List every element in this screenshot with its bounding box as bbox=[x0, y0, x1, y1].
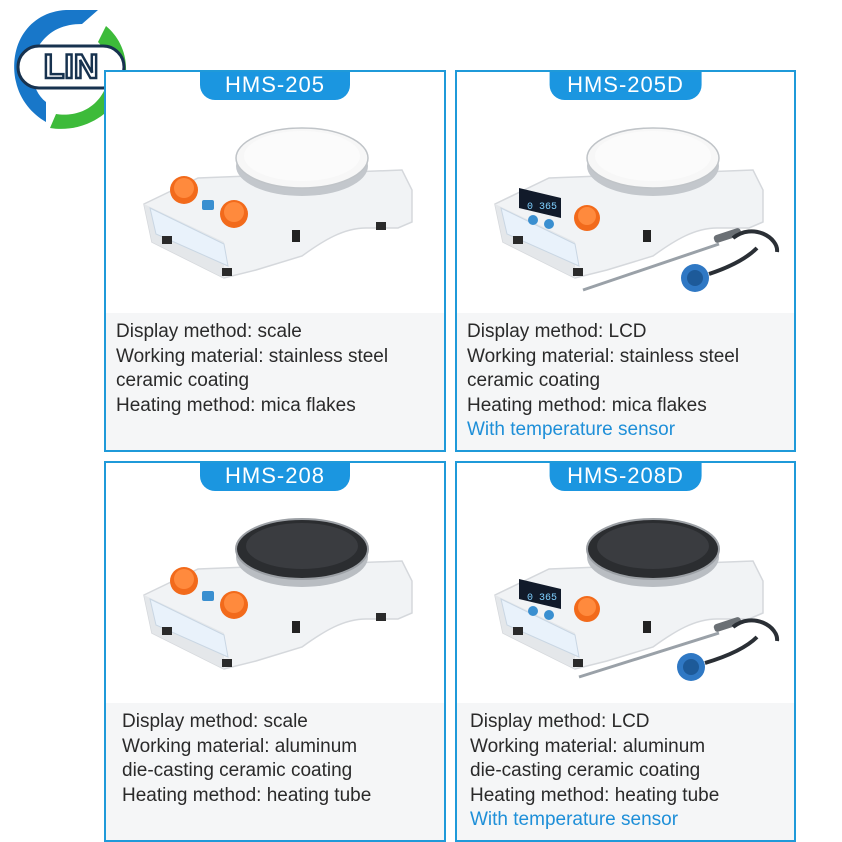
temperature-probe-icon bbox=[578, 631, 720, 679]
model-badge: HMS-205D bbox=[549, 72, 702, 100]
product-card-hms-208d: HMS-208D 0 365 Display method: bbox=[455, 461, 796, 842]
hotplate-stirrer-image bbox=[106, 72, 444, 316]
svg-text:LIN: LIN bbox=[44, 48, 99, 86]
spec-sensor: With temperature sensor bbox=[467, 419, 676, 440]
spec-display-method: Display method: LCD bbox=[467, 321, 647, 342]
spec-sensor: With temperature sensor bbox=[470, 809, 679, 830]
spec-working-material-cont: die-casting ceramic coating bbox=[122, 760, 353, 781]
model-badge: HMS-205 bbox=[200, 72, 350, 100]
hotplate-stirrer-image bbox=[106, 463, 444, 707]
spec-list: Display method: LCD Working material: st… bbox=[457, 313, 794, 450]
lcd-screen-icon bbox=[519, 579, 561, 609]
spec-heating-method: Heating method: heating tube bbox=[470, 784, 720, 806]
spec-list: Display method: LCD Working material: al… bbox=[457, 703, 794, 840]
spec-working-material: Working material: aluminum bbox=[122, 735, 358, 757]
hotplate-stirrer-image: 0 365 bbox=[457, 463, 794, 707]
svg-text:0 365: 0 365 bbox=[527, 202, 557, 213]
spec-working-material-cont: die-casting ceramic coating bbox=[470, 760, 701, 781]
spec-working-material-cont: ceramic coating bbox=[116, 370, 250, 391]
spec-list: Display method: scale Working material: … bbox=[106, 313, 444, 450]
temperature-probe-icon bbox=[582, 242, 720, 292]
spec-working-material-cont: ceramic coating bbox=[467, 370, 601, 391]
model-badge: HMS-208 bbox=[200, 463, 350, 491]
spec-heating-method: Heating method: mica flakes bbox=[467, 394, 707, 416]
spec-working-material: Working material: aluminum bbox=[470, 735, 706, 757]
svg-text:0 365: 0 365 bbox=[527, 593, 557, 604]
spec-heating-method: Heating method: mica flakes bbox=[116, 394, 356, 416]
product-card-hms-205: HMS-205 Display method: scale Working ma… bbox=[104, 70, 446, 452]
spec-heating-method: Heating method: heating tube bbox=[122, 784, 372, 806]
model-badge: HMS-208D bbox=[549, 463, 702, 491]
hotplate-stirrer-image: 0 365 bbox=[457, 72, 794, 316]
spec-display-method: Display method: LCD bbox=[470, 711, 650, 732]
spec-list: Display method: scale Working material: … bbox=[106, 703, 444, 840]
spec-display-method: Display method: scale bbox=[122, 711, 308, 732]
spec-working-material: Working material: stainless steel bbox=[116, 345, 389, 367]
lcd-screen-icon bbox=[519, 188, 561, 218]
spec-display-method: Display method: scale bbox=[116, 321, 302, 342]
spec-working-material: Working material: stainless steel bbox=[467, 345, 740, 367]
product-card-hms-208: HMS-208 Display method: scale Working ma… bbox=[104, 461, 446, 842]
product-card-hms-205d: HMS-205D 0 365 Display method: bbox=[455, 70, 796, 452]
